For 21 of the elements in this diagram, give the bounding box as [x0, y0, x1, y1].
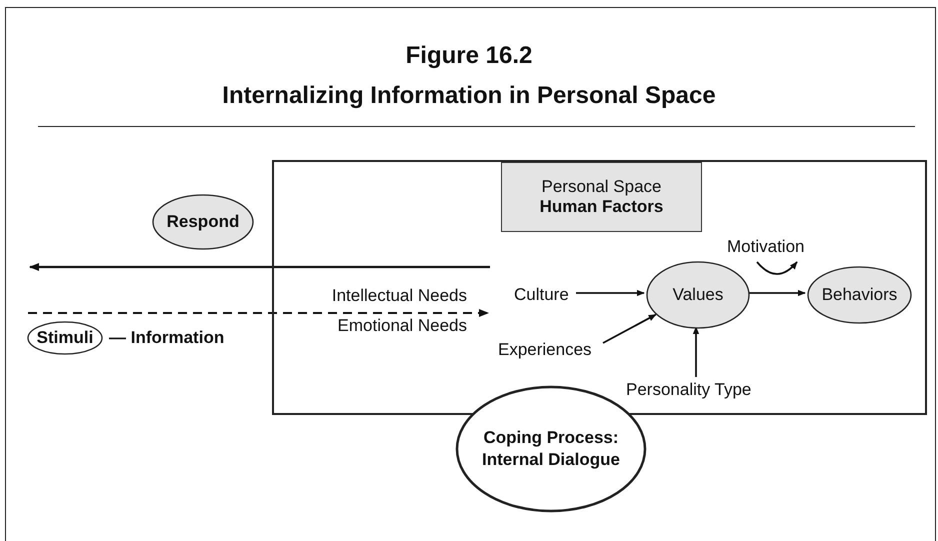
- factor-label: Personality Type: [626, 380, 770, 400]
- personal-space-frame: [272, 160, 927, 415]
- arrow: [692, 326, 700, 377]
- node-caption: — Information: [109, 328, 224, 348]
- arrow: [576, 290, 645, 296]
- node-label: Stimuli: [36, 327, 94, 349]
- annotation-label: Intellectual Needs: [330, 286, 467, 306]
- node-label: Respond: [166, 211, 240, 233]
- node-label: Values: [672, 284, 724, 306]
- figure-title: Figure 16.2 Internalizing Information in Personal Space: [221, 41, 717, 111]
- heading-box: [501, 162, 702, 232]
- box-heading: Personal Space: [541, 177, 662, 197]
- node-label: Coping Process: Internal Dialogue: [481, 427, 621, 471]
- annotation-label: Motivation: [727, 237, 804, 257]
- arrow: [748, 290, 806, 296]
- factor-label: Experiences: [498, 340, 602, 360]
- node-label: Behaviors: [822, 284, 898, 306]
- arrow: [602, 314, 657, 344]
- factor-label: Culture: [514, 285, 576, 305]
- annotation-label: Emotional Needs: [336, 316, 467, 336]
- box-subheading: Human Factors: [540, 197, 664, 217]
